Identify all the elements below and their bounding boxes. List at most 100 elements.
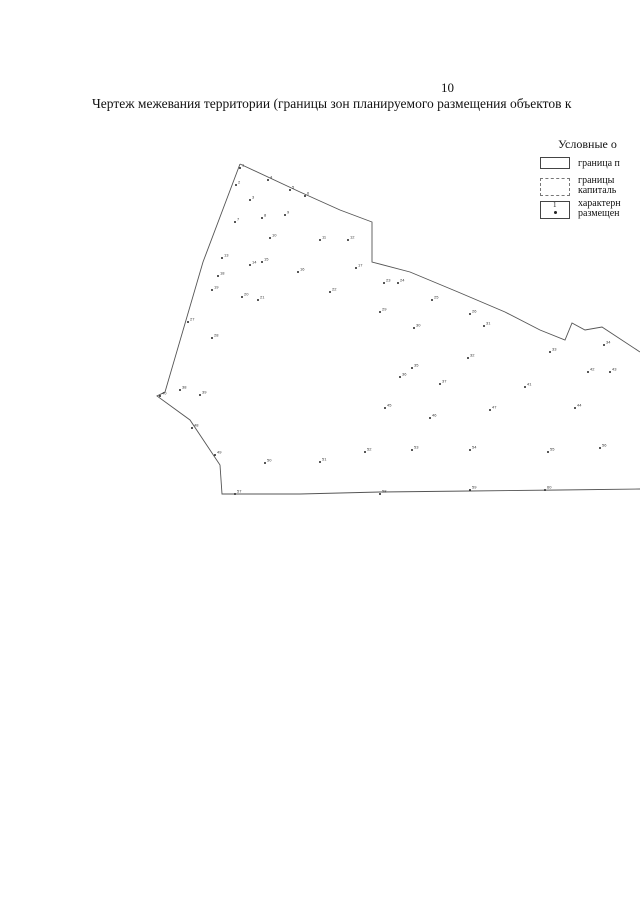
point-number-label: 51 — [322, 457, 327, 462]
point-number-label: 12 — [350, 235, 355, 240]
legend-label: капиталь — [578, 185, 617, 196]
characteristic-point — [411, 367, 413, 369]
characteristic-point — [379, 311, 381, 313]
characteristic-point — [234, 493, 236, 495]
characteristic-point — [284, 214, 286, 216]
characteristic-point — [217, 275, 219, 277]
point-number-label: 23 — [386, 278, 391, 283]
point-number-label: 20 — [244, 292, 249, 297]
point-number-label: 40 — [162, 391, 167, 396]
point-number-label: 53 — [414, 445, 419, 450]
point-number-label: 47 — [492, 405, 497, 410]
point-number-label: 55 — [550, 447, 555, 452]
point-number-label: 14 — [252, 260, 257, 265]
point-number-label: 5 — [292, 185, 295, 190]
territory-boundary-line — [239, 163, 640, 353]
page-number: 10 — [441, 80, 454, 95]
characteristic-point — [221, 257, 223, 259]
characteristic-point — [609, 371, 611, 373]
characteristic-point — [469, 449, 471, 451]
characteristic-point — [574, 407, 576, 409]
characteristic-point — [483, 325, 485, 327]
point-number-label: 19 — [214, 285, 219, 290]
point-number-label: 10 — [272, 233, 277, 238]
characteristic-point — [544, 489, 546, 491]
point-number-label: 54 — [472, 445, 477, 450]
characteristic-point — [587, 371, 589, 373]
drawing-title: Чертеж межевания территории (границы зон… — [92, 96, 572, 111]
point-number-label: 1 — [242, 163, 245, 168]
point-number-label: 7 — [237, 217, 240, 222]
characteristic-point — [429, 417, 431, 419]
characteristic-point — [257, 299, 259, 301]
characteristic-point — [211, 289, 213, 291]
point-number-label: 26 — [472, 309, 477, 314]
characteristic-point — [603, 344, 605, 346]
point-number-label: 17 — [358, 263, 363, 268]
point-number-label: 42 — [590, 367, 595, 372]
point-number-label: 46 — [432, 413, 437, 418]
characteristic-point — [319, 239, 321, 241]
point-number-label: 9 — [287, 210, 290, 215]
point-number-label: 3 — [252, 195, 255, 200]
point-number-label: 34 — [606, 340, 611, 345]
characteristic-point — [549, 351, 551, 353]
characteristic-point — [211, 337, 213, 339]
characteristic-point — [261, 261, 263, 263]
point-number-label: 16 — [300, 267, 305, 272]
territory-boundary-line — [156, 163, 640, 495]
characteristic-point — [547, 451, 549, 453]
point-number-label: 36 — [402, 372, 407, 377]
point-number-label: 22 — [332, 287, 337, 292]
point-number-label: 56 — [602, 443, 607, 448]
characteristic-point — [297, 271, 299, 273]
point-number-label: 44 — [577, 403, 582, 408]
point-number-label: 50 — [267, 458, 272, 463]
characteristic-point — [264, 462, 266, 464]
point-number-label: 27 — [190, 317, 195, 322]
point-number-label: 58 — [382, 489, 387, 494]
legend-swatch-point: 1 — [540, 201, 570, 219]
legend-label: характерн — [578, 198, 621, 209]
legend-marker-label: 1 — [553, 201, 557, 209]
characteristic-point — [187, 321, 189, 323]
point-number-label: 15 — [264, 257, 269, 262]
point-number-label: 21 — [260, 295, 265, 300]
characteristic-point — [249, 199, 251, 201]
characteristic-point — [329, 291, 331, 293]
point-number-label: 4 — [270, 175, 273, 180]
characteristic-point — [411, 449, 413, 451]
point-number-label: 43 — [612, 367, 617, 372]
characteristic-point — [431, 299, 433, 301]
characteristic-point — [249, 264, 251, 266]
legend-swatch-solid — [540, 157, 570, 169]
characteristic-point — [355, 267, 357, 269]
characteristic-point — [347, 239, 349, 241]
characteristic-point — [383, 282, 385, 284]
characteristic-point — [413, 327, 415, 329]
characteristic-point — [319, 461, 321, 463]
characteristic-point — [289, 189, 291, 191]
characteristic-point — [214, 454, 216, 456]
point-number-label: 13 — [224, 253, 229, 258]
point-number-label: 38 — [182, 385, 187, 390]
point-number-label: 6 — [307, 191, 310, 196]
characteristic-point — [399, 376, 401, 378]
characteristic-point — [489, 409, 491, 411]
point-number-label: 49 — [217, 450, 222, 455]
characteristic-point — [599, 447, 601, 449]
point-number-label: 33 — [552, 347, 557, 352]
characteristic-point — [235, 184, 237, 186]
characteristic-point — [439, 383, 441, 385]
legend-label: границы — [578, 175, 615, 186]
characteristic-point — [397, 282, 399, 284]
characteristic-point — [179, 389, 181, 391]
characteristic-point — [379, 493, 381, 495]
characteristic-point — [261, 217, 263, 219]
point-number-label: 30 — [416, 323, 421, 328]
point-number-label: 31 — [486, 321, 491, 326]
characteristic-point — [234, 221, 236, 223]
point-number-label: 32 — [470, 353, 475, 358]
